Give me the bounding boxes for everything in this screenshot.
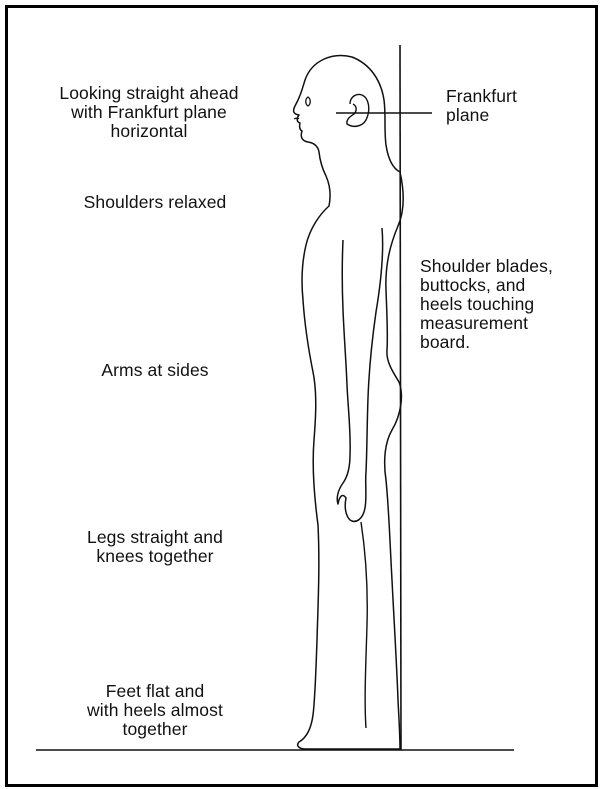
label-shoulders-relaxed: Shoulders relaxed: [50, 193, 260, 212]
label-looking-ahead: Looking straight ahead with Frankfurt pl…: [38, 84, 260, 141]
leg-contour: [361, 522, 367, 728]
arm-contour: [337, 228, 382, 521]
label-legs-straight: Legs straight and knees together: [40, 528, 270, 566]
label-frankfurt-plane: Frankfurt plane: [446, 87, 556, 125]
label-arms-at-sides: Arms at sides: [60, 361, 250, 380]
eye: [306, 97, 311, 106]
ear: [347, 94, 369, 126]
label-feet-flat: Feet flat and with heels almost together: [44, 682, 266, 739]
label-contact-points: Shoulder blades, buttocks, and heels tou…: [420, 257, 600, 352]
body-silhouette: [294, 56, 400, 749]
